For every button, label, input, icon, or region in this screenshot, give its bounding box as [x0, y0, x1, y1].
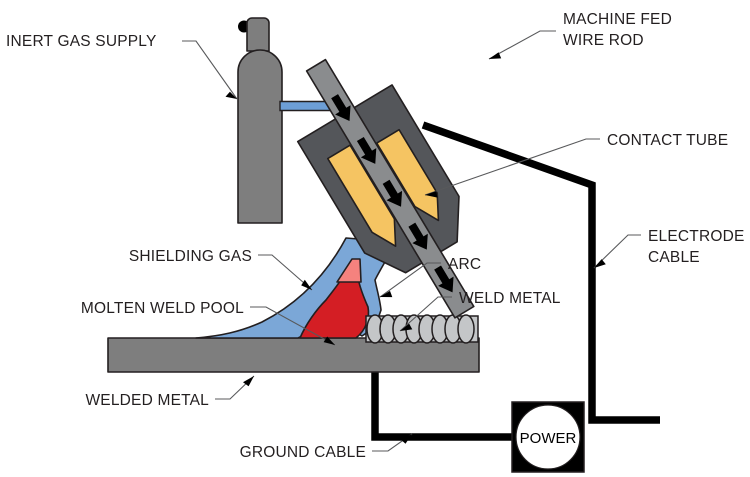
gas-cylinder: [237, 17, 283, 224]
leader-welded-metal: [215, 375, 255, 400]
weld-bead-ripples: [366, 314, 475, 344]
wire-feed-arrows: [331, 94, 454, 293]
welded-metal-body: [107, 337, 480, 373]
label-electrode-cable-line2: CABLE: [648, 249, 700, 266]
label-machine-fed-wire-rod-line1: MACHINE FED: [563, 11, 672, 28]
leader-ground-cable: [372, 433, 413, 452]
base-metal-plate: [107, 337, 480, 373]
contact-tube-left: [326, 144, 397, 247]
label-ground-cable: GROUND CABLE: [240, 444, 366, 461]
label-contact-tube: CONTACT TUBE: [607, 132, 728, 149]
label-weld-metal: WELD METAL: [459, 290, 561, 307]
label-inert-gas-supply: INERT GAS SUPPLY: [6, 33, 157, 50]
contact-tube-right: [376, 128, 440, 222]
cylinder-body: [237, 49, 283, 224]
label-machine-fed-wire-rod-line2: WIRE ROD: [563, 32, 644, 49]
leader-weld-metal: [399, 296, 452, 332]
leader-machine-fed-wire-rod: [488, 30, 556, 60]
label-welded-metal: WELDED METAL: [85, 392, 209, 409]
label-molten-weld-pool: MOLTEN WELD POOL: [81, 300, 244, 317]
leader-shielding-gas: [258, 254, 313, 291]
power-supply[interactable]: POWER: [511, 401, 585, 473]
label-electrode-cable-line1: ELECTRODE: [648, 228, 745, 245]
wire-rod: [305, 58, 475, 319]
weld-beads: [365, 314, 479, 344]
label-arc: ARC: [448, 256, 481, 273]
leader-inert-gas-supply: [182, 40, 238, 100]
power-label: POWER: [520, 430, 577, 447]
label-shielding-gas: SHIELDING GAS: [129, 248, 252, 265]
leader-electrode-cable: [593, 234, 641, 269]
power-dial: [515, 404, 581, 470]
leader-arc: [379, 262, 441, 298]
leader-molten-weld-pool: [250, 306, 336, 346]
cylinder-neck: [246, 17, 270, 52]
electrode-cable: [421, 121, 660, 424]
arc-region: [336, 258, 362, 283]
leader-contact-tube: [424, 138, 600, 198]
ground-cable: [371, 372, 512, 441]
